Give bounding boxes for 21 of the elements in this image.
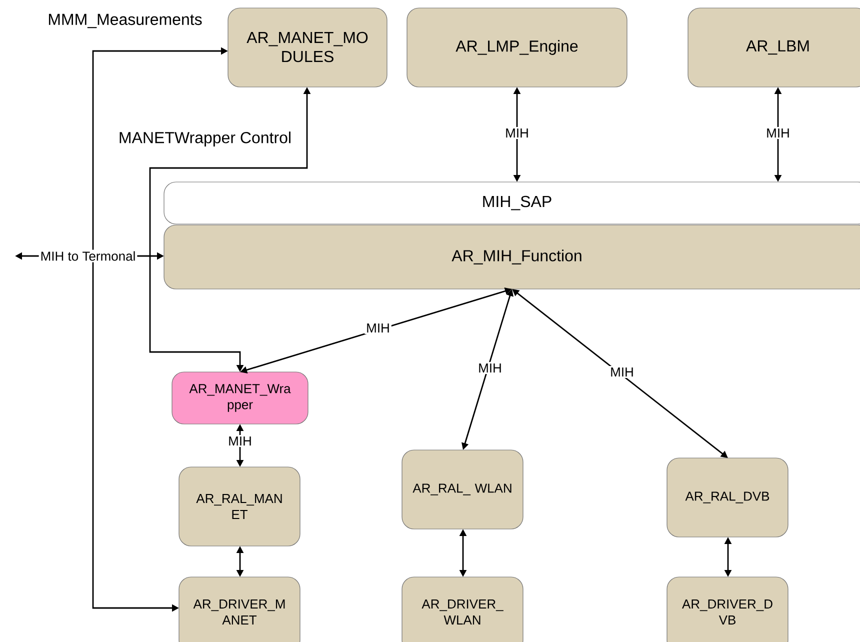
function-band: AR_MIH_Function bbox=[164, 224, 860, 290]
edge-label: MIH bbox=[476, 362, 504, 374]
sap-band: MIH_SAP bbox=[164, 182, 860, 224]
module-box: AR_RAL_DVB bbox=[666, 458, 788, 538]
module-box: AR_MANET_MO DULES bbox=[228, 8, 388, 88]
edge-label: MIH bbox=[364, 322, 392, 334]
driver-box: AR_DRIVER_M ANET bbox=[178, 576, 300, 642]
edge-label: MIH to Termonal bbox=[38, 250, 138, 262]
edge-label: MIH bbox=[226, 435, 254, 447]
edge-label: MANETWrapper Control bbox=[116, 130, 294, 148]
module-box: AR_RAL_ WLAN bbox=[402, 450, 524, 530]
edge-label: MIH bbox=[764, 127, 792, 139]
wrapper-box: AR_MANET_Wra pper bbox=[172, 372, 308, 424]
module-box: AR_LBM bbox=[688, 8, 860, 88]
edge-label: MIH bbox=[504, 127, 530, 139]
edge-label: MIH bbox=[608, 366, 636, 378]
note-label: MMM_Measurements bbox=[48, 14, 202, 28]
driver-box: AR_DRIVER_D VB bbox=[666, 576, 788, 642]
module-box: AR_LMP_Engine bbox=[406, 8, 628, 88]
driver-box: AR_DRIVER_ WLAN bbox=[402, 576, 524, 642]
module-box: AR_RAL_MAN ET bbox=[178, 466, 300, 546]
